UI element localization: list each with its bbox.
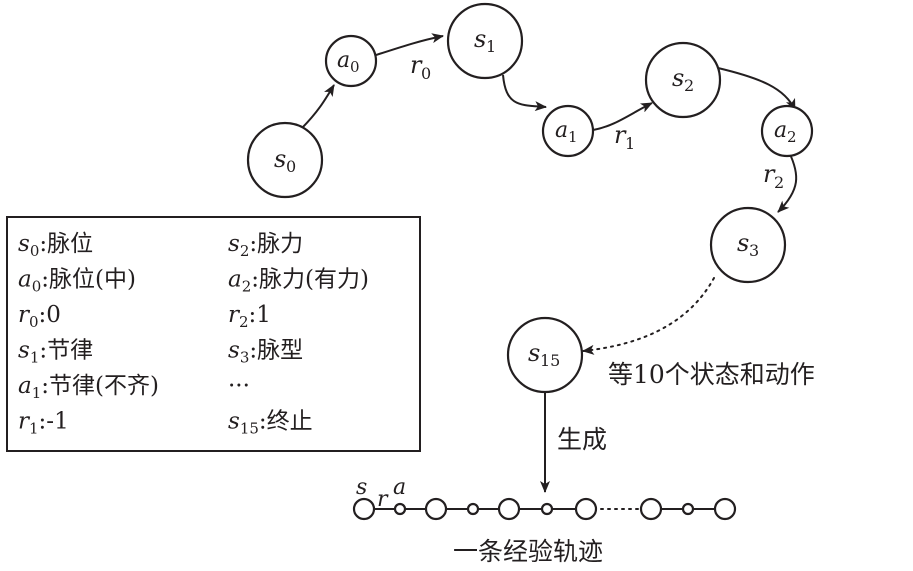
action-a0-sub: 0 <box>350 58 360 76</box>
state-s1-label: s <box>474 25 486 53</box>
legend-entry-right-4: ··· <box>228 373 250 399</box>
trajectory-state-node <box>352 497 376 521</box>
legend-entry-right-3: s3:脉型 <box>228 338 303 367</box>
trajectory-s-label: s <box>356 475 367 500</box>
action-a2: a 2 <box>760 104 814 158</box>
action-a1-label: a <box>555 118 568 143</box>
legend-entry-right-5: s15:终止 <box>228 409 313 438</box>
legend: s0:脉位 a0:脉位(中) r0:0 s1:节律 a1:节律(不齐) r1:-1 s2:脉… <box>6 216 421 452</box>
state-s0: s 0 <box>246 121 324 199</box>
state-s3: s 3 <box>709 206 787 284</box>
edge-s2-a2 <box>717 67 796 111</box>
action-a0-label: a <box>337 48 350 73</box>
state-s15: s 15 <box>506 316 584 394</box>
trajectory-a-label: a <box>393 475 406 500</box>
edge-s3-s15 <box>582 277 715 355</box>
reward-r2-label: r <box>763 160 776 188</box>
action-a1: a 1 <box>541 104 595 158</box>
reward-r0: r 0 <box>410 51 431 83</box>
state-s3-sub: 3 <box>749 241 759 260</box>
legend-entry-left-4: a1:节律(不齐) <box>18 373 159 402</box>
state-s1: s 1 <box>446 2 524 80</box>
action-a2-sub: 2 <box>787 128 797 146</box>
trajectory-state-node <box>574 497 598 521</box>
transition-edges <box>300 33 798 493</box>
legend-entry-right-1: a2:脉力(有力) <box>228 267 369 296</box>
edge-s0-a0 <box>300 84 335 130</box>
action-a1-sub: 1 <box>568 128 578 146</box>
reward-r0-sub: 0 <box>421 64 431 83</box>
trajectory-action-node <box>393 502 407 516</box>
action-a2-label: a <box>774 118 787 143</box>
action-a0: a 0 <box>324 34 378 88</box>
reward-r2-sub: 2 <box>774 173 784 192</box>
legend-entry-right-2: r2:1 <box>228 302 271 331</box>
edge-a1-s2 <box>592 102 653 131</box>
trajectory: s r a <box>352 475 737 521</box>
state-s15-label: s <box>528 339 540 367</box>
state-s0-sub: 0 <box>286 157 296 176</box>
trajectory-r-label: r <box>377 487 389 512</box>
reward-r1-label: r <box>614 121 627 149</box>
reward-r1: r 1 <box>614 121 635 153</box>
trajectory-state-node <box>424 497 448 521</box>
legend-entry-left-1: a0:脉位(中) <box>18 267 136 296</box>
state-s3-label: s <box>737 229 749 257</box>
reward-r0-label: r <box>410 51 423 79</box>
edge-a2-s3 <box>777 151 798 213</box>
legend-entry-left-5: r1:-1 <box>18 409 69 438</box>
state-s2-sub: 2 <box>684 76 694 95</box>
state-s2-label: s <box>672 64 684 92</box>
state-s2: s 2 <box>644 41 722 119</box>
legend-entry-left-3: s1:节律 <box>18 338 93 367</box>
state-s0-label: s <box>274 145 286 173</box>
legend-entry-right-0: s2:脉力 <box>228 231 303 260</box>
trajectory-action-node <box>681 502 695 516</box>
ellipsis-label: 等10个状态和动作 <box>608 360 815 389</box>
trajectory-state-node <box>713 497 737 521</box>
trajectory-action-node <box>540 502 554 516</box>
state-s15-sub: 15 <box>540 351 560 370</box>
legend-entry-left-2: r0:0 <box>18 302 61 331</box>
generate-label: 生成 <box>557 425 607 454</box>
legend-box <box>6 216 421 452</box>
legend-entry-left-0: s0:脉位 <box>18 231 93 260</box>
edge-a0-s1 <box>372 33 444 57</box>
state-s1-sub: 1 <box>486 37 496 56</box>
trajectory-state-node <box>497 497 521 521</box>
edge-s1-a1 <box>502 74 547 112</box>
trajectory-action-node <box>466 502 480 516</box>
reward-r1-sub: 1 <box>625 134 635 153</box>
reward-r2: r 2 <box>763 160 784 192</box>
trajectory-state-node <box>639 497 663 521</box>
trajectory-label: 一条经验轨迹 <box>453 537 603 566</box>
